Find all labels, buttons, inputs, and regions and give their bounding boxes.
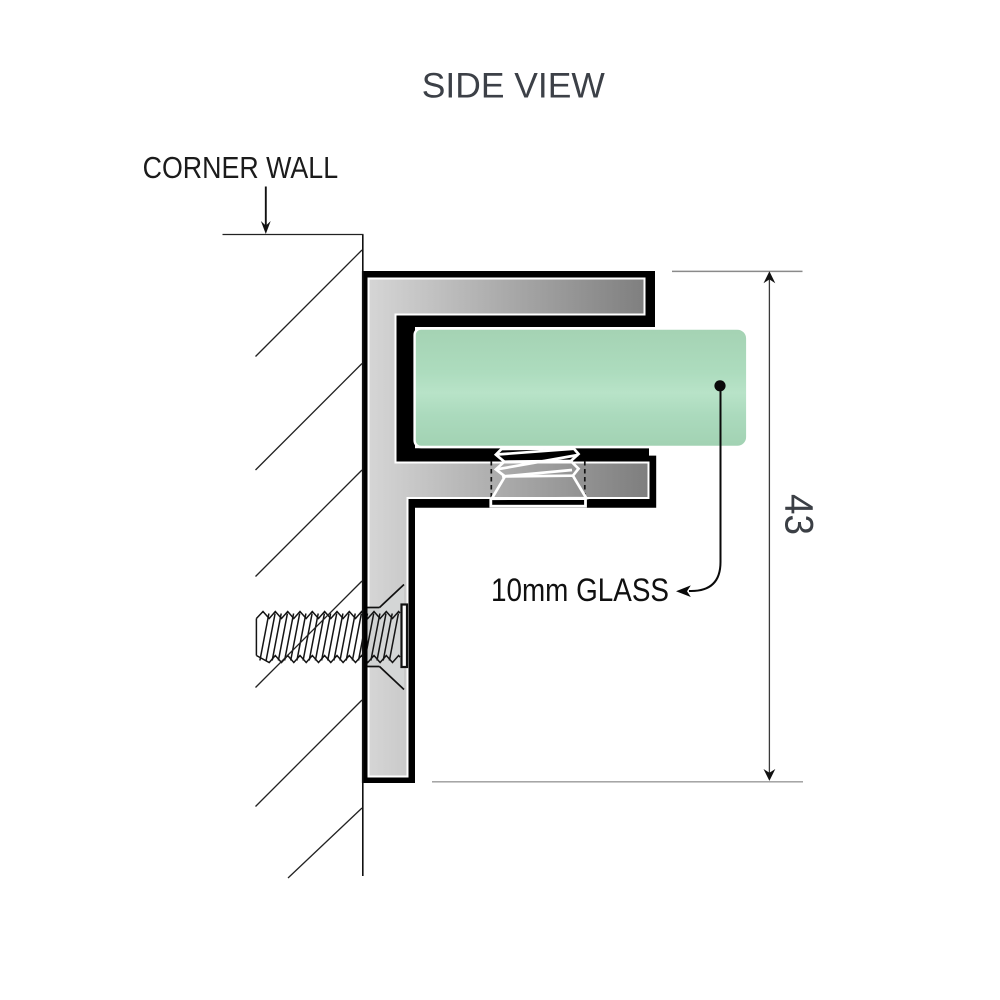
svg-text:SIDE VIEW: SIDE VIEW [422,67,605,106]
svg-text:CORNER WALL: CORNER WALL [143,151,339,185]
svg-text:10mm GLASS: 10mm GLASS [491,572,669,608]
svg-text:43: 43 [777,494,821,535]
